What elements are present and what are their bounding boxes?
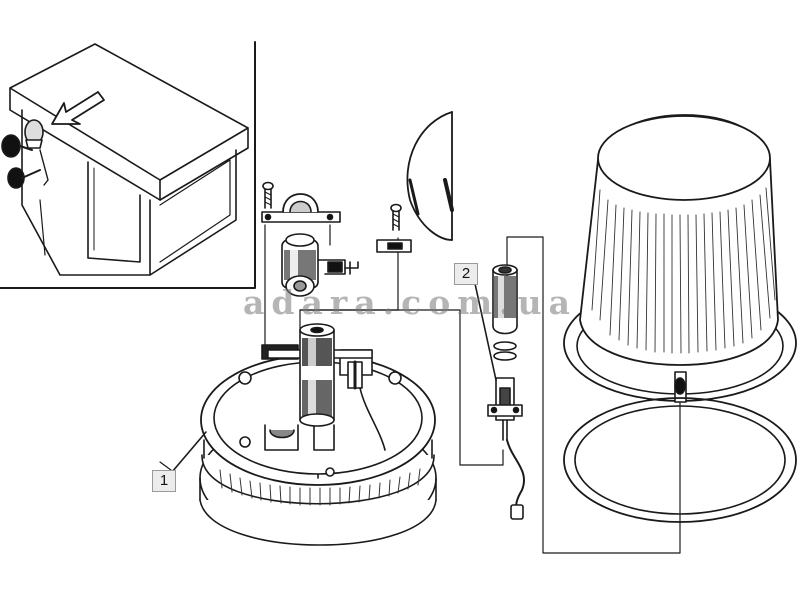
bulb: [492, 264, 518, 335]
cab-inset: [0, 41, 256, 289]
dome-cover: [563, 114, 797, 403]
arrow-icon: [51, 91, 105, 125]
screw-right: [390, 203, 402, 231]
base: [199, 323, 437, 546]
callout-1: 1: [152, 470, 176, 492]
callout-2-leader: [473, 278, 497, 381]
motor-clamp: [261, 193, 341, 223]
motor: [281, 233, 359, 297]
reflector-mirror: [406, 111, 454, 241]
screw-left: [262, 181, 274, 209]
callout-2: 2: [454, 263, 478, 285]
callout-1-leader: [171, 431, 207, 473]
watermark: adara.com.ua: [243, 283, 577, 322]
gasket-ring: [563, 397, 797, 523]
bulb-holder: [487, 341, 525, 520]
mirror-mount: [376, 239, 412, 253]
